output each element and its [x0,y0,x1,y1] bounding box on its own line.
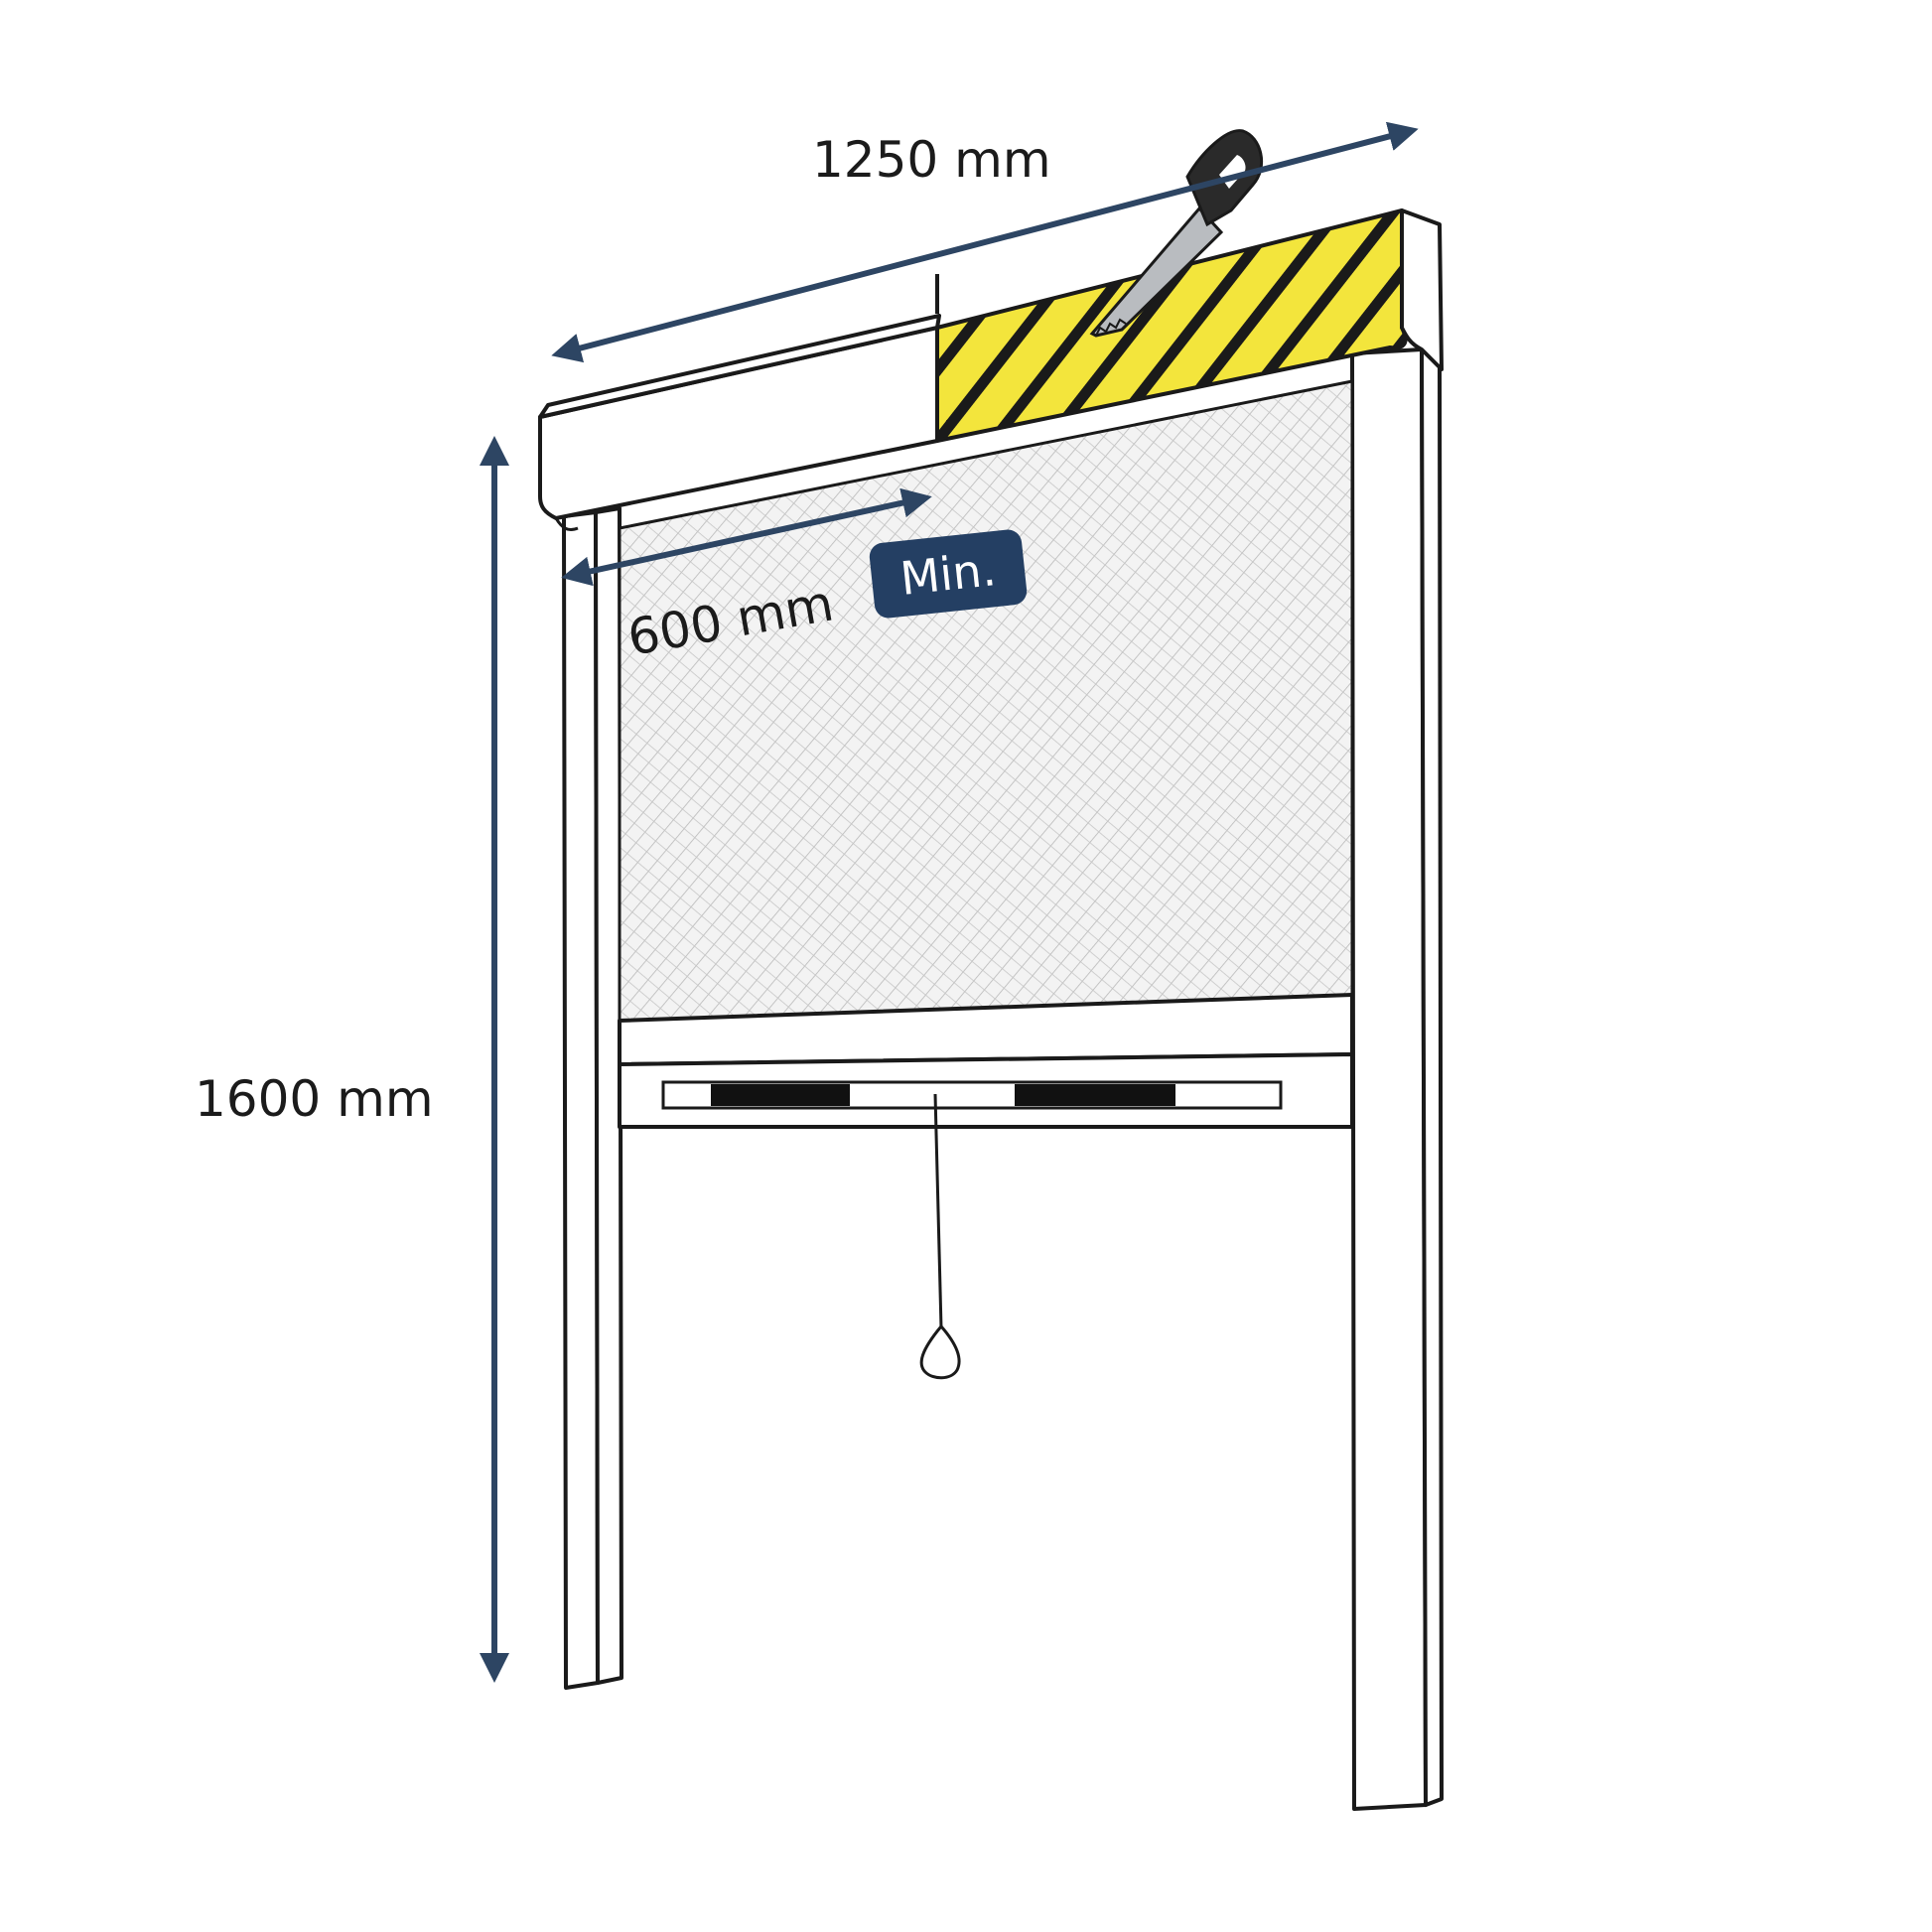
width-dimension-label: 1250 mm [812,131,1051,189]
width-dimension-arrow [551,121,1419,363]
min-badge: Min. [869,529,1028,619]
pull-cord-icon [919,1093,961,1380]
min-width-dimension-arrow [561,487,932,587]
right-guide-rail [1350,347,1444,1811]
height-dimension-label: 1600 mm [195,1070,434,1128]
min-badge-label: Min. [897,542,998,606]
bottom-bar [618,993,1354,1129]
left-guide-rail [562,506,623,1690]
